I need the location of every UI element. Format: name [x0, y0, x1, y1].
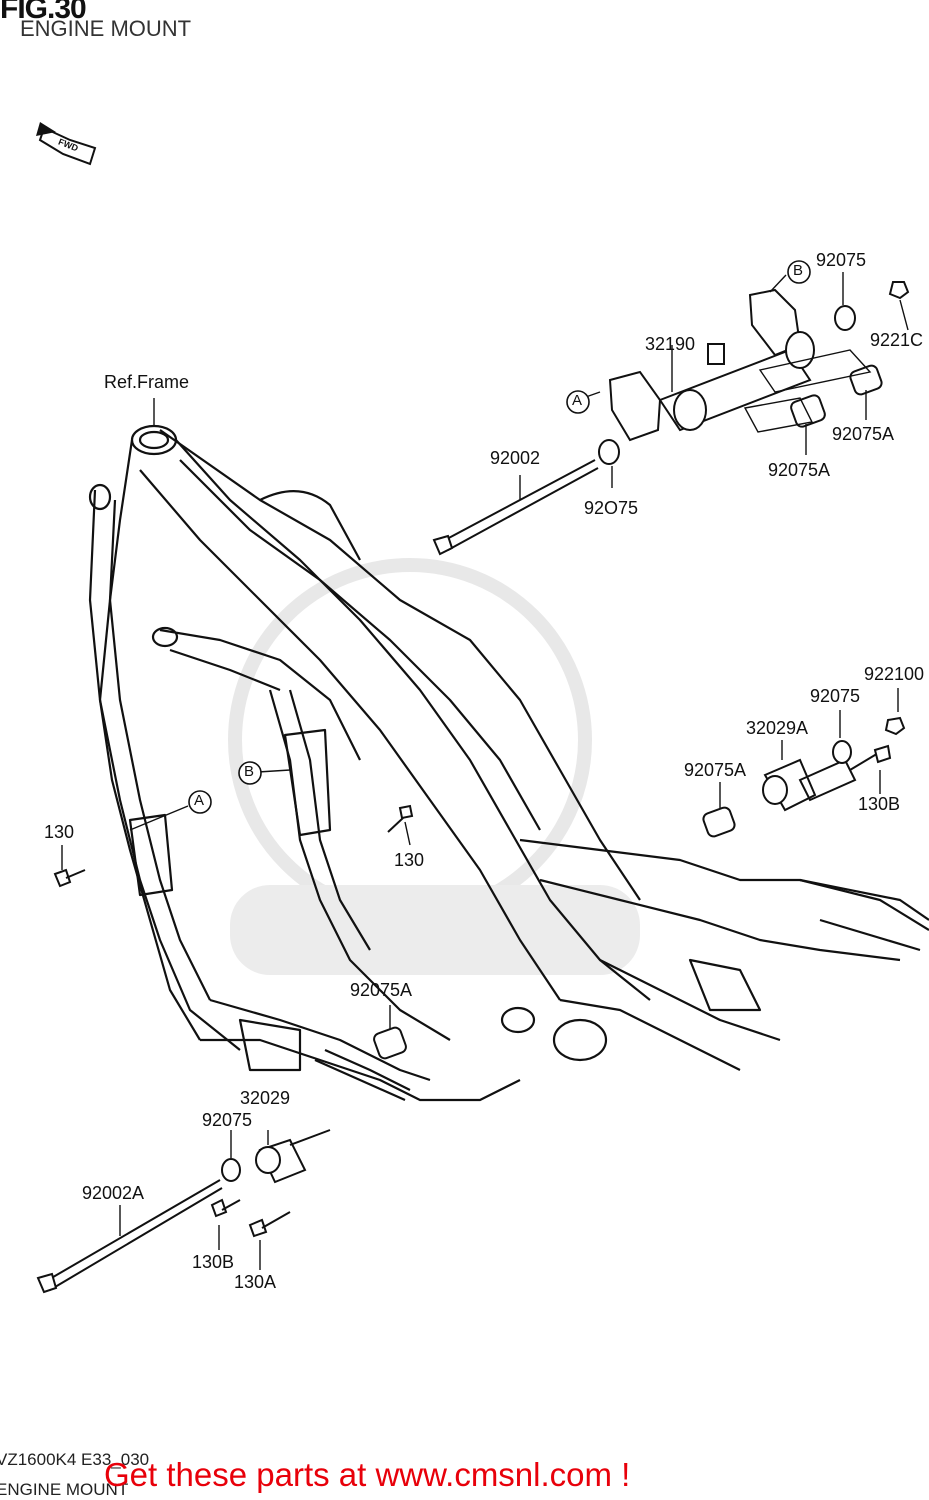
- callout-b-mid: [238, 761, 262, 785]
- part-label[interactable]: 92075: [202, 1110, 253, 1130]
- part-label[interactable]: 32029A: [746, 718, 809, 738]
- upper-mount-bracket: [608, 288, 815, 442]
- part-label[interactable]: 130B: [858, 794, 901, 814]
- callout-b-letter-mid: B: [244, 763, 255, 780]
- callout-b-letter-top: B: [793, 262, 804, 279]
- callout-a-top: [566, 390, 590, 414]
- callout-a-mid: [188, 790, 212, 814]
- part-label[interactable]: 92O75: [584, 498, 639, 518]
- frame-drawing: [88, 424, 929, 1102]
- part-label[interactable]: 32029: [240, 1088, 291, 1108]
- bolts-130: [53, 804, 414, 888]
- leader-lines: [61, 272, 909, 1270]
- figure-subtitle: ENGINE MOUNT: [20, 16, 192, 41]
- part-label[interactable]: 92075A: [350, 980, 413, 1000]
- part-label[interactable]: 130: [44, 822, 75, 842]
- part-label[interactable]: 130B: [192, 1252, 235, 1272]
- part-label[interactable]: 32190: [645, 334, 696, 354]
- callout-a-letter-top: A: [572, 392, 583, 409]
- part-label[interactable]: 92075A: [684, 760, 747, 780]
- lower-mount: [36, 1026, 407, 1294]
- callout-a-letter-mid: A: [194, 792, 205, 809]
- part-label[interactable]: 92075A: [832, 424, 895, 444]
- part-label[interactable]: 92002: [490, 448, 541, 468]
- promo-link[interactable]: Get these parts at www.cmsnl.com !: [104, 1456, 631, 1493]
- upper-bushings: [598, 281, 910, 465]
- part-label[interactable]: 922100: [864, 664, 925, 684]
- part-label[interactable]: 130: [394, 850, 425, 870]
- bolt-92002: [432, 459, 599, 556]
- model-code: VZ1600K4 E33_030: [0, 1450, 150, 1469]
- ref-frame-label: Ref.Frame: [104, 372, 190, 392]
- footer-section: ENGINE MOUNT: [0, 1480, 129, 1499]
- part-label[interactable]: 92075A: [768, 460, 831, 480]
- watermark: [228, 558, 640, 975]
- part-label[interactable]: 130A: [234, 1272, 277, 1292]
- mid-right-mount: [702, 716, 906, 838]
- part-label[interactable]: 9221C: [870, 330, 924, 350]
- figure-title: FIG.30: [0, 0, 87, 25]
- part-label[interactable]: 92075: [816, 250, 867, 270]
- part-label[interactable]: 92075: [810, 686, 861, 706]
- part-label[interactable]: 92002A: [82, 1183, 145, 1203]
- callout-b-top: [787, 260, 811, 284]
- fwd-arrow-icon: [36, 122, 97, 166]
